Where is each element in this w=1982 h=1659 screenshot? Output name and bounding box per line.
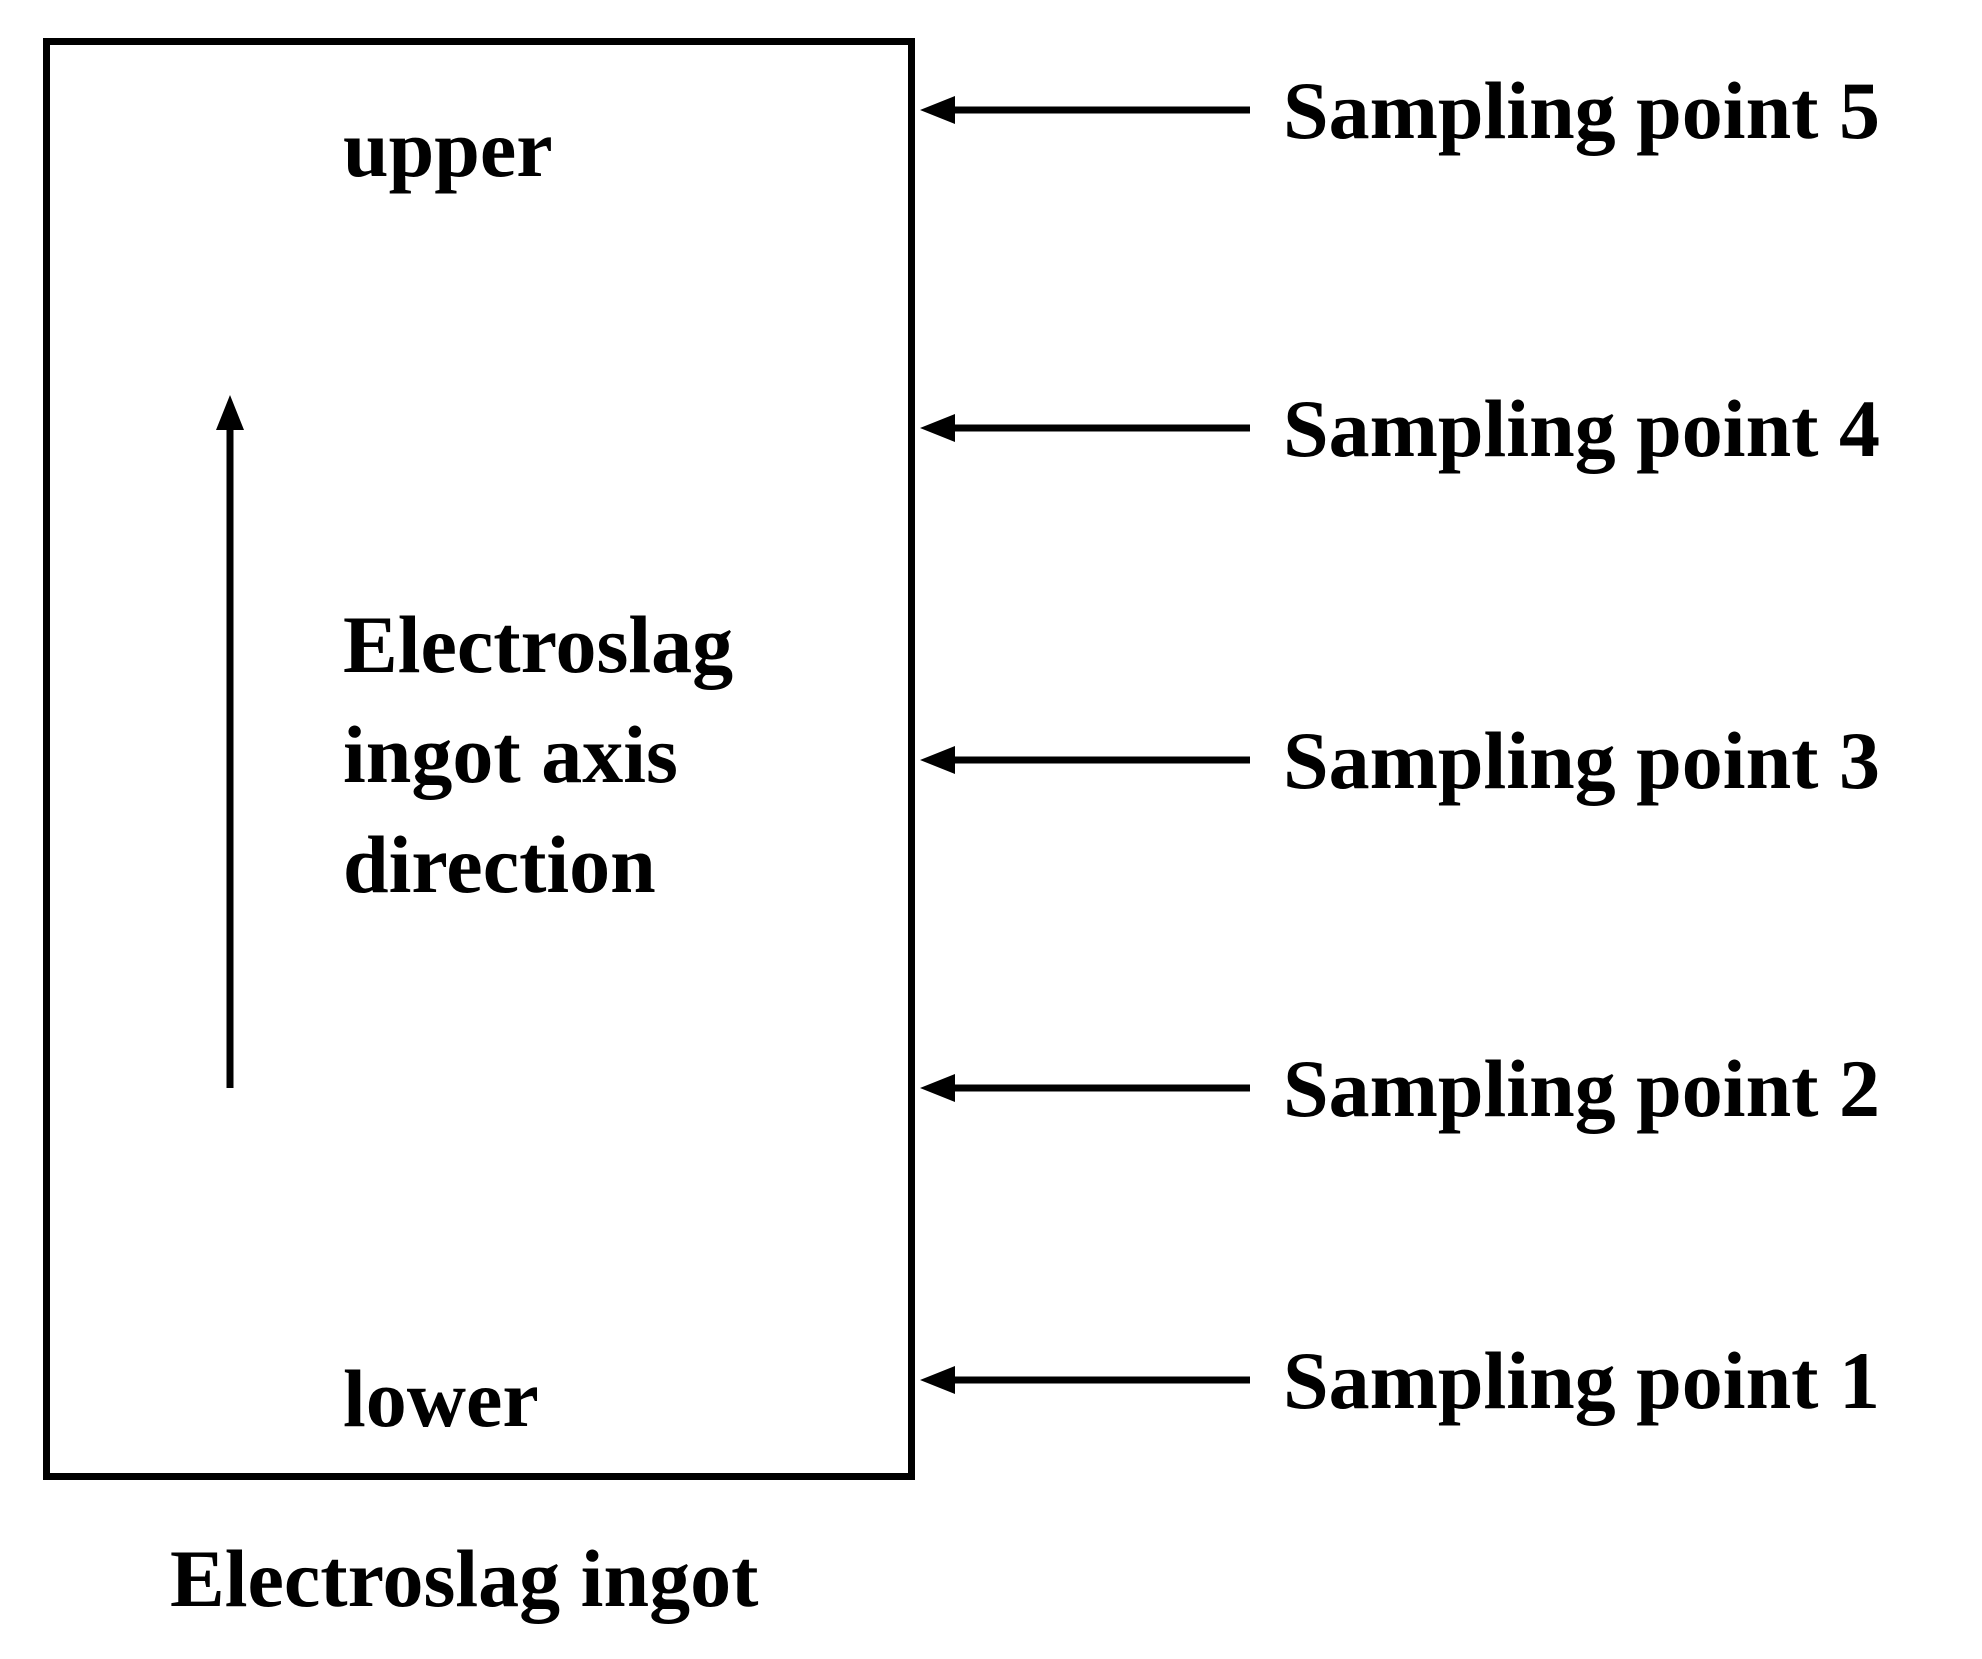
sampling-arrow-3	[920, 746, 1250, 774]
axis-label-line-2: ingot axis	[343, 709, 678, 800]
axis-label-line-1: Electroslag	[343, 599, 734, 690]
sampling-point-4-label: Sampling point 4	[1283, 383, 1880, 474]
lower-label: lower	[343, 1353, 539, 1444]
axis-direction-arrow	[216, 395, 244, 1088]
sampling-arrow-5	[920, 96, 1250, 124]
sampling-arrow-4	[920, 414, 1250, 442]
sampling-point-3-label: Sampling point 3	[1283, 715, 1880, 806]
sampling-point-1-label: Sampling point 1	[1283, 1335, 1880, 1426]
axis-label-line-3: direction	[343, 819, 656, 910]
sampling-point-2-label: Sampling point 2	[1283, 1043, 1880, 1134]
sampling-arrow-2	[920, 1074, 1250, 1102]
sampling-point-5-label: Sampling point 5	[1283, 65, 1880, 156]
electroslag-ingot-outline	[43, 38, 915, 1480]
ingot-caption: Electroslag ingot	[170, 1533, 759, 1624]
sampling-arrow-1	[920, 1366, 1250, 1394]
axis-direction-label: Electroslag ingot axis direction	[343, 590, 733, 920]
upper-label: upper	[343, 103, 553, 194]
